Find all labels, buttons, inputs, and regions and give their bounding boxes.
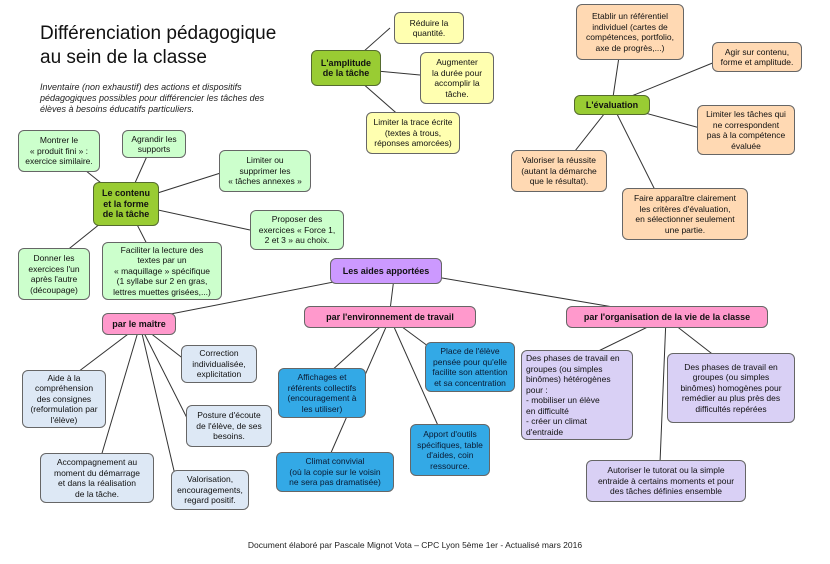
node-evaluation: L'évaluation [574,95,650,115]
node-augmenter: Augmenter la durée pour accomplir la tâc… [420,52,494,104]
node-agrandir: Agrandir les supports [122,130,186,158]
connector-line [389,317,441,431]
node-phases-homo: Des phases de travail en groupes (ou sim… [667,353,795,423]
node-limiter-supprimer: Limiter ou supprimer les « tâches annexe… [219,150,311,192]
node-contenu: Le contenu et la forme de la tâche [93,182,159,226]
node-faciliter: Faciliter la lecture des textes par un «… [102,242,222,300]
node-aide-comprehension: Aide à la compréhension des consignes (r… [22,370,106,428]
node-limiter-taches: Limiter les tâches qui ne correspondent … [697,105,795,155]
node-proposer: Proposer des exercices « Force 1, 2 et 3… [250,210,344,250]
node-climat: Climat convivial (où la copie sur le voi… [276,452,394,492]
node-tutorat: Autoriser le tutorat ou la simple entrai… [586,460,746,502]
node-donner: Donner les exercices l'un après l'autre … [18,248,90,300]
node-affichages: Affichages et référents collectifs (enco… [278,368,366,418]
node-maitre: par le maître [102,313,176,335]
connector-line [139,324,189,421]
node-reduire: Réduire la quantité. [394,12,464,44]
node-correction: Correction individualisée, explicitation [181,345,257,383]
node-accompagnement: Accompagnement au moment du démarrage et… [40,453,154,503]
node-aides: Les aides apportées [330,258,442,284]
node-organisation: par l'organisation de la vie de la class… [566,306,768,328]
node-phases-hetero: Des phases de travail en groupes (ou sim… [521,350,633,440]
node-limiter-trace: Limiter la trace écrite (textes à trous,… [366,112,460,154]
node-place: Place de l'élève pensée pour qu'elle fac… [425,342,515,392]
node-posture: Posture d'écoute de l'élève, de ses beso… [186,405,272,447]
node-amplitude: L'amplitude de la tâche [311,50,381,86]
node-montrer: Montrer le « produit fini » : exercice s… [18,130,100,172]
node-valorisation: Valorisation, encouragements, regard pos… [171,470,249,510]
node-apport: Apport d'outils spécifiques, table d'aid… [410,424,490,476]
connector-line [611,103,661,201]
node-criteres: Faire apparaître clairement les critères… [622,188,748,240]
intro-text: Inventaire (non exhaustif) des actions e… [40,82,265,114]
node-referentiel: Etablir un référentiel individuel (carte… [576,4,684,60]
connector-line [659,317,667,464]
connector-line [139,324,176,476]
node-valoriser: Valoriser la réussite (autant la démarch… [511,150,607,192]
node-agir: Agir sur contenu, forme et amplitude. [712,42,802,72]
node-environnement: par l'environnement de travail [304,306,476,328]
footer-credit: Document élaboré par Pascale Mignot Vota… [247,540,583,550]
connector-line [99,324,141,461]
page-title: Différenciation pédagogique au sein de l… [40,23,277,68]
